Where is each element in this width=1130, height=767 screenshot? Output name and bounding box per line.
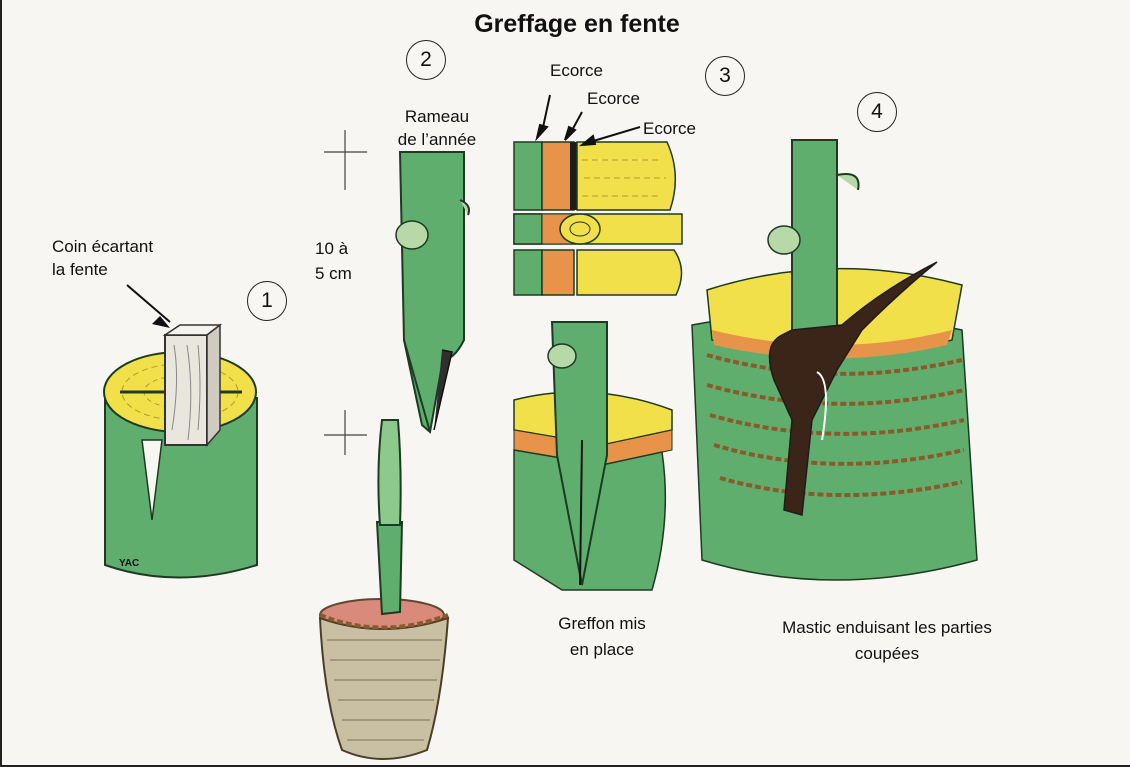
step-number-2: 2 — [406, 40, 446, 80]
mastic-label-line2: coupées — [737, 643, 1037, 664]
step-number-1: 1 — [247, 281, 287, 321]
page-title: Greffage en fente — [382, 10, 772, 39]
step-number-4: 4 — [857, 92, 897, 132]
bark-label-outer: Ecorce — [550, 60, 603, 81]
stump-with-wedge — [104, 325, 257, 578]
bark-sections — [514, 142, 682, 295]
wedge-label-line2: la fente — [52, 259, 108, 280]
bark-label-inner: Ecorce — [643, 118, 696, 139]
step-number-3: 3 — [705, 56, 745, 96]
scion-label-line1: Rameau — [382, 106, 492, 127]
wedge-label-line1: Coin écartant — [52, 236, 153, 257]
sealed-graft — [692, 140, 977, 580]
wedge-pointer-arrow — [127, 285, 170, 322]
wedge-pointer-arrowhead — [152, 316, 170, 328]
potted-seedling — [320, 420, 448, 759]
measure-crosshairs — [324, 130, 367, 455]
scion-label-line2: de l’année — [382, 129, 492, 150]
mastic-label-line1: Mastic enduisant les parties — [737, 617, 1037, 638]
bark-label-middle: Ecorce — [587, 88, 640, 109]
length-label-line1: 10 à — [315, 238, 348, 259]
artist-signature: YAC — [119, 558, 139, 570]
scion-rameau — [396, 152, 469, 432]
graft-label-line2: en place — [532, 639, 672, 660]
graft-in-place — [514, 322, 672, 590]
length-label-line2: 5 cm — [315, 263, 352, 284]
graft-label-line1: Greffon mis — [532, 613, 672, 634]
